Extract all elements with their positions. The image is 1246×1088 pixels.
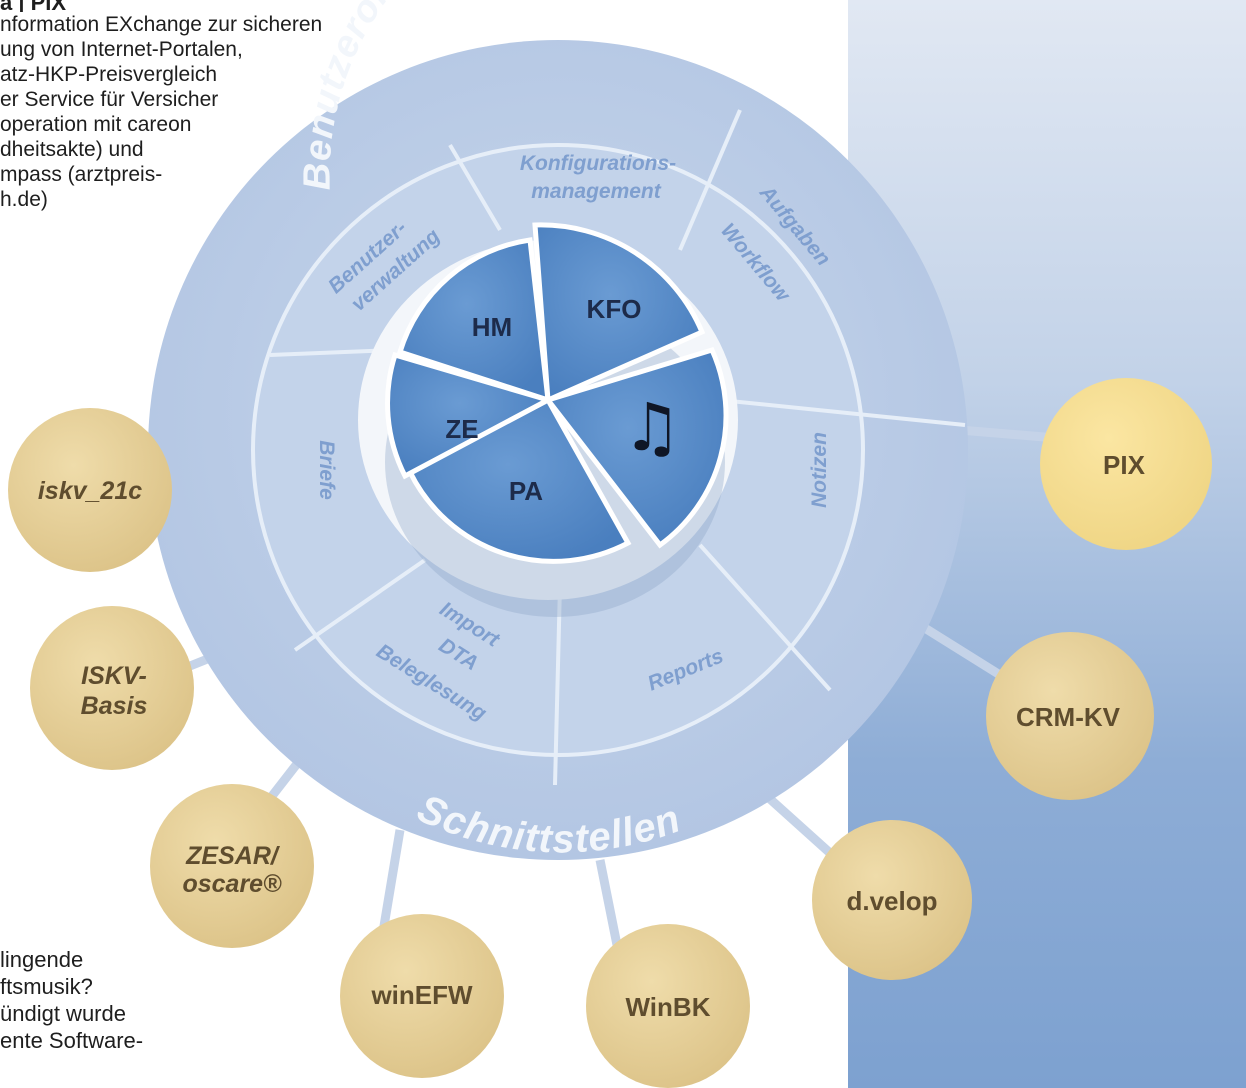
intro-text-block: a | PIX nformation EXchange zur sicheren…	[0, 0, 400, 212]
segment-dividers	[269, 109, 966, 786]
segment-notes: Notizen	[808, 432, 831, 508]
bubble-crmkv[interactable]: CRM-KV	[986, 632, 1154, 800]
bubble-label: Basis	[81, 692, 148, 720]
bubble-dvelop[interactable]: d.velop	[812, 820, 972, 980]
bubble-label: ZESAR/	[185, 842, 281, 870]
intro-line: h.de)	[0, 188, 48, 211]
bubble-label: PIX	[1103, 450, 1146, 480]
bubble-label: CRM-KV	[1016, 702, 1121, 732]
bubble-label: oscare®	[182, 870, 282, 898]
core-wedge-ze	[385, 351, 555, 480]
intro-line: mpass (arztpreis-	[0, 163, 163, 186]
core-wedge-hm	[396, 237, 551, 404]
core-label-hm: HM	[472, 312, 512, 342]
bubble-zesar[interactable]: ZESAR/ oscare®	[150, 784, 314, 948]
bubble-winbk[interactable]: WinBK	[586, 924, 750, 1088]
core-label-pa: PA	[509, 476, 543, 506]
intro-heading: a | PIX	[0, 0, 400, 12]
segment-configuration-line-2: management	[531, 180, 662, 203]
intro-line: atz-HKP-Preisvergleich	[0, 63, 218, 86]
intro-line: dheitsakte) und	[0, 138, 144, 161]
bubble-iskv-basis[interactable]: ISKV- Basis	[30, 606, 194, 770]
core-label-ze: ZE	[445, 414, 478, 444]
music-note-icon: ♫	[622, 389, 681, 466]
intro-line: er Service für Versicher	[0, 88, 219, 111]
bubble-label: winEFW	[370, 980, 473, 1010]
segment-letters: Briefe	[315, 440, 338, 500]
footer-text-block: lingende ftsmusik? ündigt wurde ente Sof…	[0, 946, 260, 1054]
bubble-label: WinBK	[626, 992, 711, 1022]
intro-line: nformation EXchange zur sicheren	[0, 13, 323, 36]
core-wedges	[385, 222, 729, 564]
core-wedge-kfo	[532, 222, 706, 404]
footer-line: ftsmusik?	[0, 974, 93, 999]
segment-configuration-line-1: Konfigurations-	[520, 152, 676, 175]
footer-line: ente Software-	[0, 1028, 144, 1053]
intro-line: ung von Internet-Portalen,	[0, 38, 243, 61]
bubble-label: d.velop	[846, 886, 937, 916]
footer-line: lingende	[0, 947, 84, 972]
bubble-label: iskv_21c	[38, 477, 142, 505]
footer-line: ündigt wurde	[0, 1001, 126, 1026]
core-wedge-music	[543, 346, 729, 549]
bubble-pix[interactable]: PIX	[1040, 378, 1212, 550]
intro-line: operation mit careon	[0, 113, 192, 136]
core-label-kfo: KFO	[587, 294, 642, 324]
bubble-label: ISKV-	[81, 662, 147, 690]
bubble-winefw[interactable]: winEFW	[340, 914, 504, 1078]
bubble-iskv21c[interactable]: iskv_21c	[8, 408, 172, 572]
core-wedge-pa	[406, 396, 632, 564]
